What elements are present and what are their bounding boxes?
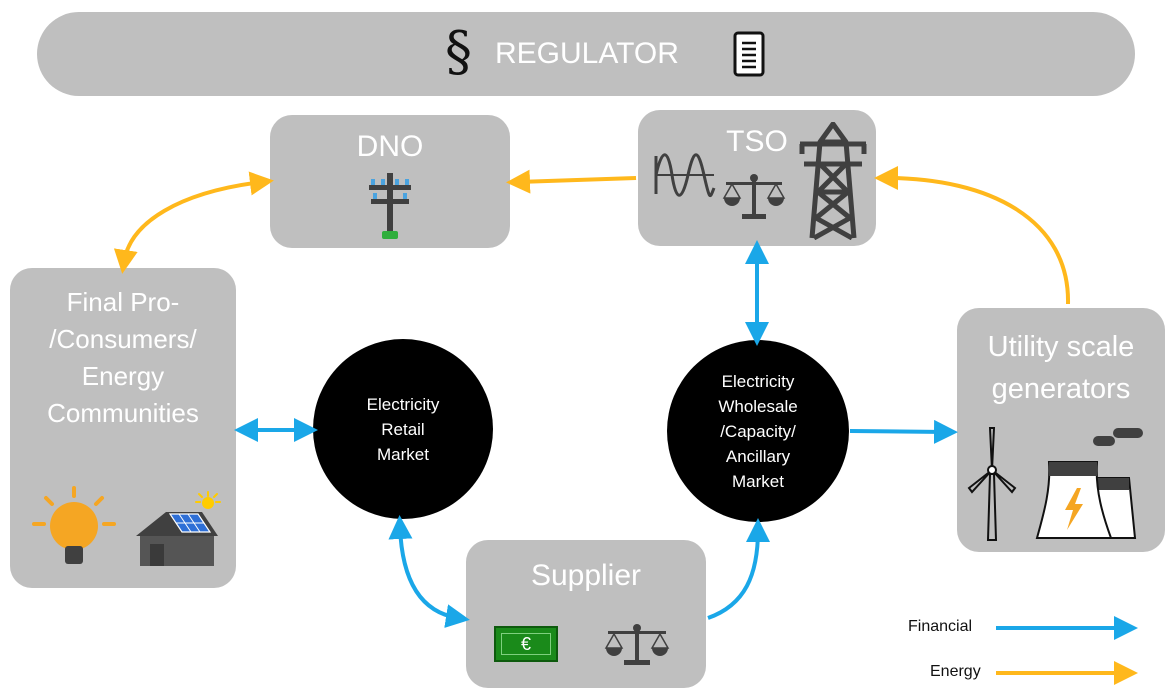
euro-banknote-icon: € (494, 626, 558, 662)
consumers-box: Final Pro- /Consumers/ Energy Communitie… (10, 268, 236, 588)
retail-market-label: Electricity Retail Market (366, 394, 440, 464)
euro-symbol: € (520, 634, 531, 654)
section-icon: § (445, 20, 472, 83)
financial-arrow-supplier-wholesale (707, 518, 770, 620)
tso-title: TSO (726, 125, 788, 158)
balance-scale-icon (722, 174, 786, 219)
retail-market-circle: Electricity Retail Market (313, 339, 493, 519)
energy-arrow-tso-dno (506, 169, 637, 194)
utility-title: Utility scale generators (987, 331, 1135, 405)
legend-energy-label: Energy (930, 663, 981, 680)
supplier-title: Supplier (530, 559, 642, 592)
solar-house-icon (136, 491, 221, 566)
distribution-pole-icon (369, 173, 411, 239)
wholesale-market-circle: Electricity Wholesale /Capacity/ Ancilla… (667, 340, 849, 522)
balance-scale-icon (604, 624, 670, 665)
consumers-title: Final Pro- /Consumers/ Energy Communitie… (47, 287, 199, 428)
document-icon (733, 31, 765, 77)
sine-wave-icon (654, 153, 716, 197)
power-plant-icon (1035, 428, 1143, 539)
financial-arrow-wholesale-utility (849, 419, 958, 444)
tso-box: TSO (638, 110, 876, 246)
dno-title: DNO (356, 130, 424, 163)
supplier-box: Supplier € (466, 540, 706, 688)
legend-financial-label: Financial (908, 618, 973, 635)
transmission-tower-icon (799, 122, 867, 240)
dno-box: DNO (270, 115, 510, 248)
utility-box: Utility scale generators (957, 308, 1165, 552)
energy-arrow-dno-consumers (113, 171, 274, 274)
regulator-label: REGULATOR (495, 37, 679, 70)
financial-arrow-retail-supplier (388, 515, 470, 628)
regulator-bar: § REGULATOR (37, 12, 1135, 96)
wind-turbine-icon (967, 427, 1017, 541)
wholesale-market-label: Electricity Wholesale /Capacity/ Ancilla… (718, 371, 798, 491)
light-bulb-icon (32, 486, 116, 564)
energy-arrow-utility-tso (874, 166, 1071, 305)
